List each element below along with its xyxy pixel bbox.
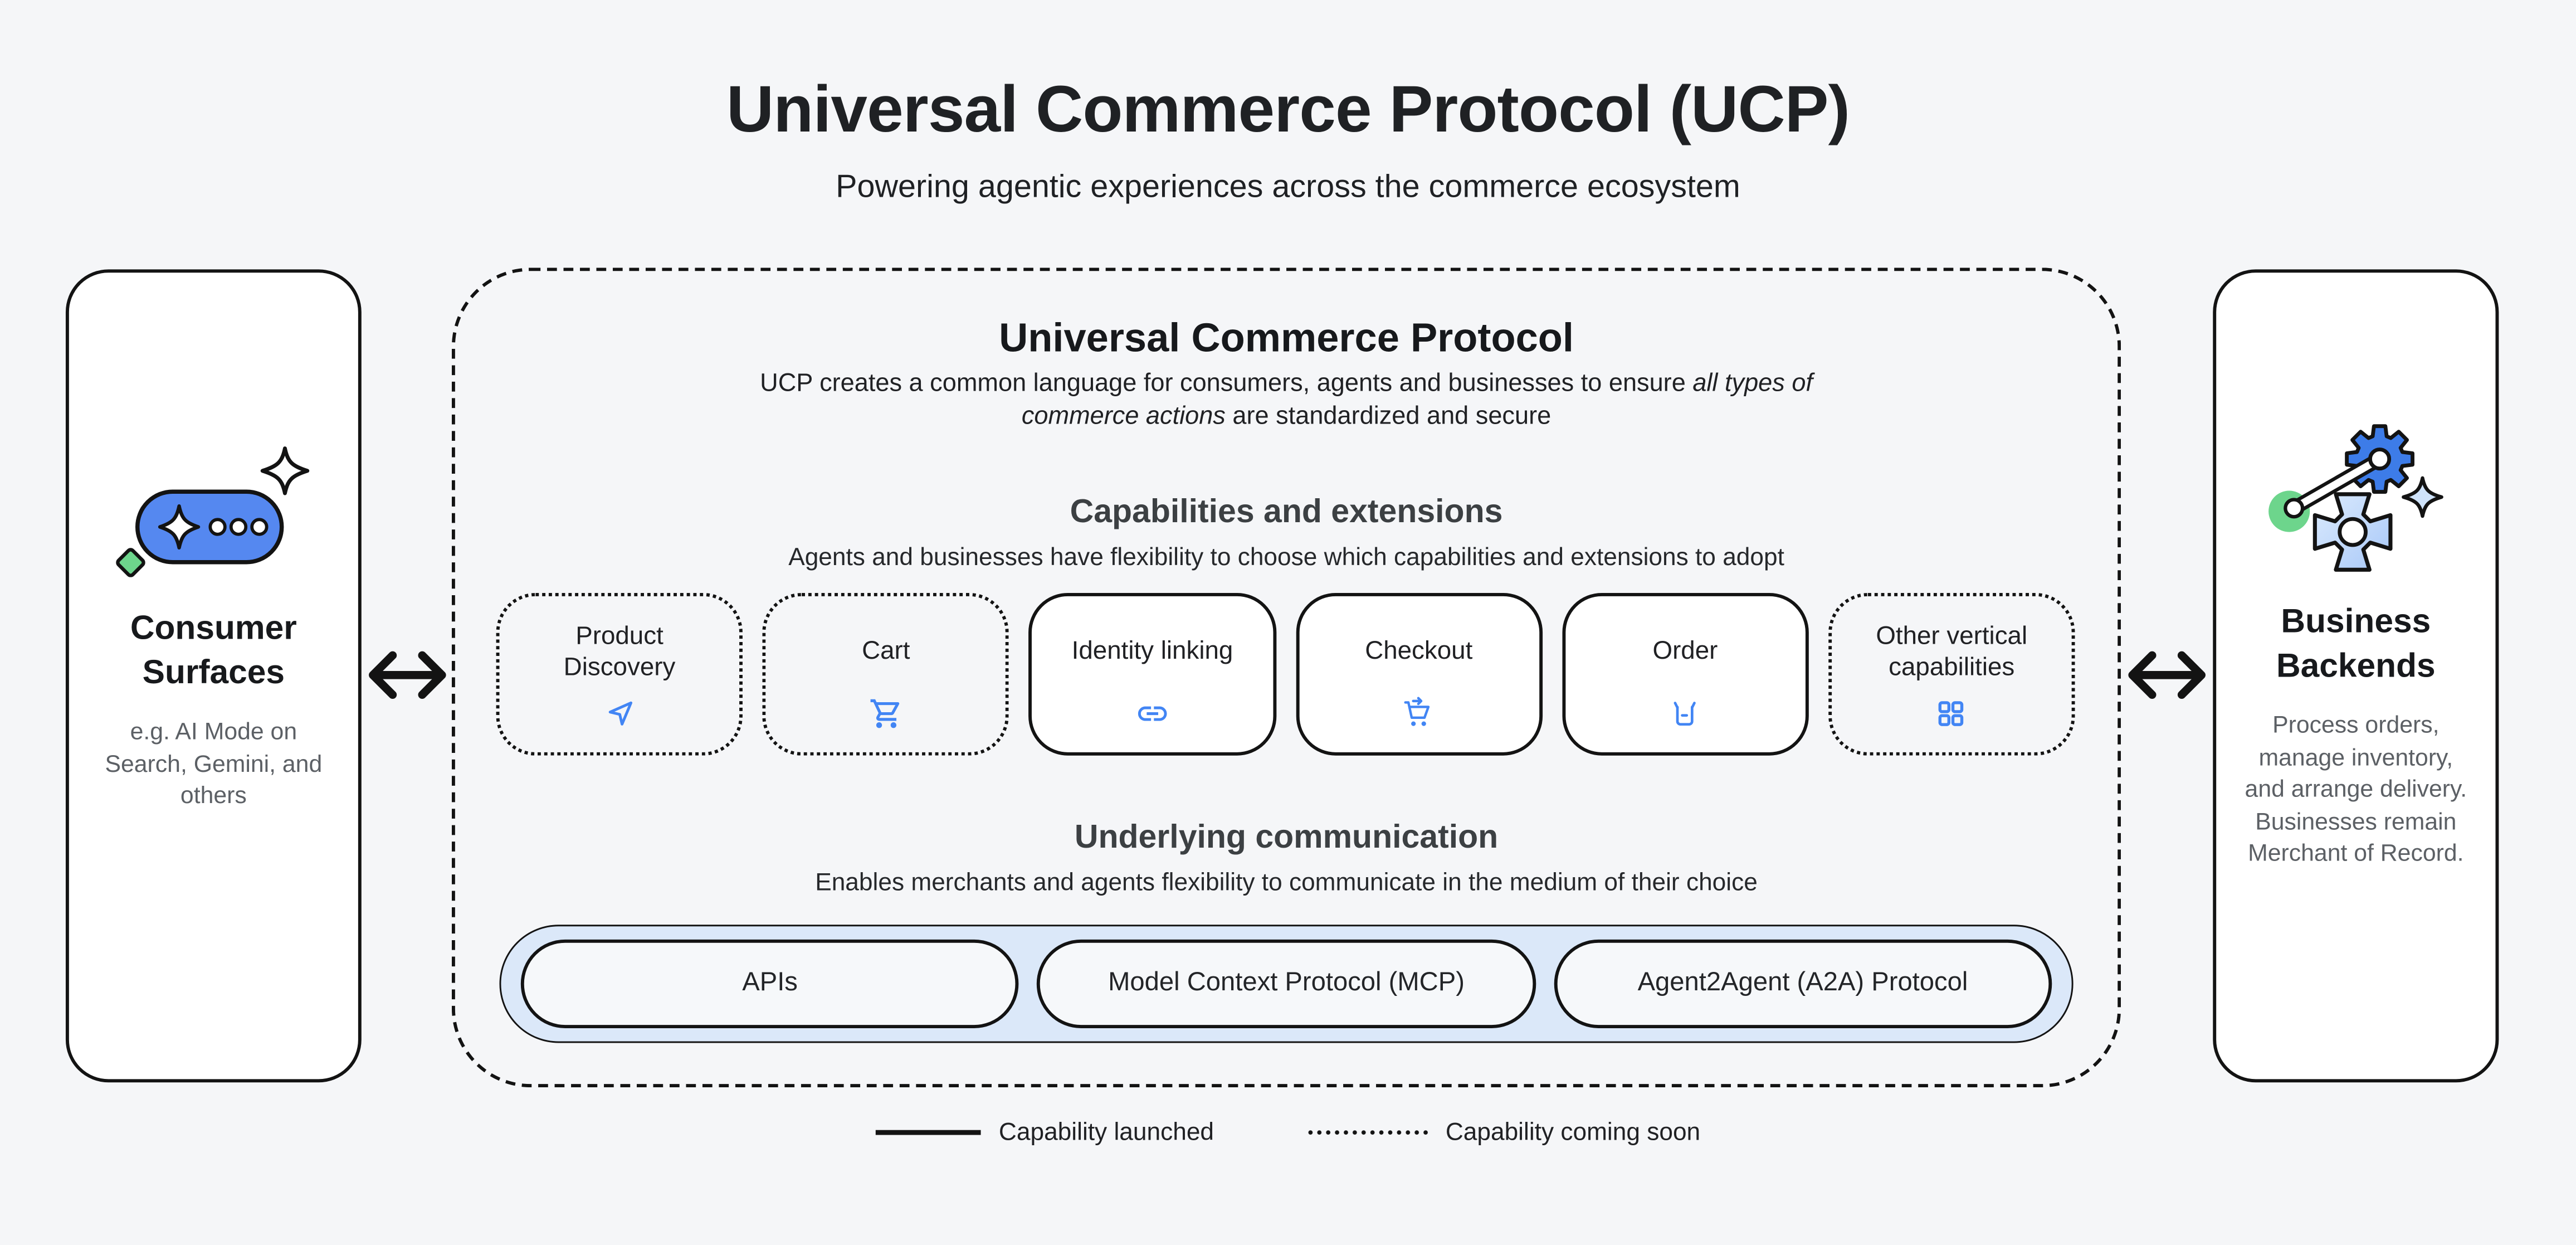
capability-label: Order <box>1652 637 1718 665</box>
ucp-description-prefix: UCP creates a common language for consum… <box>760 369 1693 398</box>
ucp-description-italic: all types of commerce actions <box>1021 369 1813 431</box>
consumer-surfaces-description: e.g. AI Mode on Search, Gemini, and othe… <box>105 719 323 810</box>
capability-label: Identity linking <box>1071 637 1233 665</box>
bidirectional-arrow-right-icon <box>2124 644 2209 706</box>
legend-solid-line <box>875 1130 981 1135</box>
shopping-cart-icon <box>869 697 903 731</box>
capability-card-order: Order <box>1562 592 1809 756</box>
ucp-panel-description: UCP creates a common language for consum… <box>711 368 1861 434</box>
capabilities-row: Product Discovery Cart Identity linking … <box>496 592 2075 756</box>
communication-section-title: Underlying communication <box>1074 819 1499 856</box>
legend-coming-soon-label: Capability coming soon <box>1445 1118 1701 1147</box>
page-subtitle: Powering agentic experiences across the … <box>836 169 1740 206</box>
business-backends-title: Business Backends <box>2276 602 2436 684</box>
channel-pill-a2a: Agent2Agent (A2A) Protocol <box>1553 939 2052 1028</box>
ucp-description-suffix: are standardized and secure <box>1225 402 1552 431</box>
legend: Capability launched Capability coming so… <box>0 1118 2576 1146</box>
order-box-icon <box>1668 697 1702 731</box>
capabilities-section-title: Capabilities and extensions <box>1070 494 1503 531</box>
link-icon <box>1135 697 1170 731</box>
channel-pill-apis: APIs <box>520 939 1019 1028</box>
business-backends-icon <box>2262 424 2450 588</box>
communication-channels-bar: APIs Model Context Protocol (MCP) Agent2… <box>499 925 2074 1043</box>
capability-card-cart: Cart <box>762 592 1009 756</box>
business-backends-description: Process orders, manage inventory, and ar… <box>2245 713 2467 868</box>
consumer-surfaces-title: Consumer Surfaces <box>130 609 297 691</box>
bidirectional-arrow-left-icon <box>365 644 450 706</box>
ucp-panel-title: Universal Commerce Protocol <box>999 317 1574 362</box>
legend-launched-label: Capability launched <box>998 1118 1214 1147</box>
consumer-surfaces-panel: Consumer Surfaces e.g. AI Mode on Search… <box>65 269 362 1083</box>
capability-card-other-vertical: Other vertical capabilities <box>1828 592 2075 756</box>
cart-checkout-icon <box>1402 697 1436 731</box>
capability-label: Product Discovery <box>563 621 676 681</box>
ucp-panel: Universal Commerce Protocol UCP creates … <box>451 268 2121 1088</box>
legend-dotted-line <box>1306 1130 1431 1135</box>
capabilities-section-subtitle: Agents and businesses have flexibility t… <box>788 543 1784 572</box>
capability-card-identity-linking: Identity linking <box>1029 592 1276 756</box>
capability-card-checkout: Checkout <box>1295 592 1543 756</box>
capability-label: Other vertical capabilities <box>1876 621 2028 681</box>
page-title: Universal Commerce Protocol (UCP) <box>726 74 1850 147</box>
capability-label: Checkout <box>1365 637 1473 665</box>
channel-pill-mcp: Model Context Protocol (MCP) <box>1037 939 1536 1028</box>
consumer-surfaces-icon <box>114 444 313 588</box>
capability-label: Cart <box>862 637 910 665</box>
communication-section-subtitle: Enables merchants and agents flexibility… <box>815 869 1758 897</box>
send-arrow-icon <box>602 697 637 731</box>
grid-icon <box>1934 697 1969 731</box>
business-backends-panel: Business Backends Process orders, manage… <box>2213 269 2499 1083</box>
capability-card-product-discovery: Product Discovery <box>496 592 743 756</box>
